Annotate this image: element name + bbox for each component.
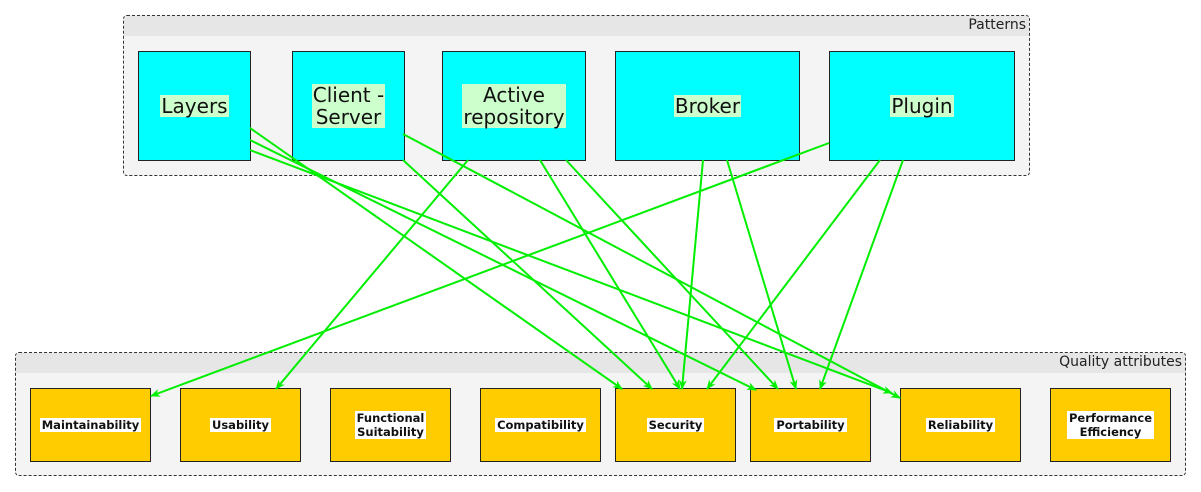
patterns-group-title: Patterns [968, 17, 1026, 33]
patterns-group-header: Patterns [124, 16, 1029, 36]
quality-label: Reliability [925, 418, 996, 432]
pattern-layers[interactable]: Layers [138, 51, 251, 161]
quality-attributes-group-title: Quality attributes [1059, 354, 1182, 370]
quality-label: Compatibility [495, 418, 586, 432]
quality-label: Usability [210, 418, 271, 432]
pattern-active-repository[interactable]: Active repository [442, 51, 586, 161]
pattern-label: Layers [160, 94, 229, 118]
quality-label: Maintainability [39, 418, 142, 432]
quality-portability[interactable]: Portability [750, 388, 871, 462]
quality-attributes-group-header: Quality attributes [16, 353, 1185, 373]
pattern-label: Client - Server [311, 83, 386, 129]
quality-label: Functional Suitability [354, 411, 427, 439]
pattern-label: Active repository [462, 83, 566, 129]
quality-label: Performance Efficiency [1066, 411, 1155, 439]
quality-functional-suitability[interactable]: Functional Suitability [330, 388, 451, 462]
quality-usability[interactable]: Usability [180, 388, 301, 462]
quality-label: Security [646, 418, 705, 432]
quality-performance-efficiency[interactable]: Performance Efficiency [1050, 388, 1171, 462]
pattern-plugin[interactable]: Plugin [829, 51, 1015, 161]
quality-maintainability[interactable]: Maintainability [30, 388, 151, 462]
quality-label: Portability [774, 418, 847, 432]
pattern-label: Plugin [890, 94, 954, 118]
pattern-label: Broker [673, 94, 742, 118]
quality-compatibility[interactable]: Compatibility [480, 388, 601, 462]
quality-security[interactable]: Security [615, 388, 736, 462]
pattern-broker[interactable]: Broker [615, 51, 800, 161]
quality-reliability[interactable]: Reliability [900, 388, 1021, 462]
pattern-client-server[interactable]: Client - Server [292, 51, 405, 161]
